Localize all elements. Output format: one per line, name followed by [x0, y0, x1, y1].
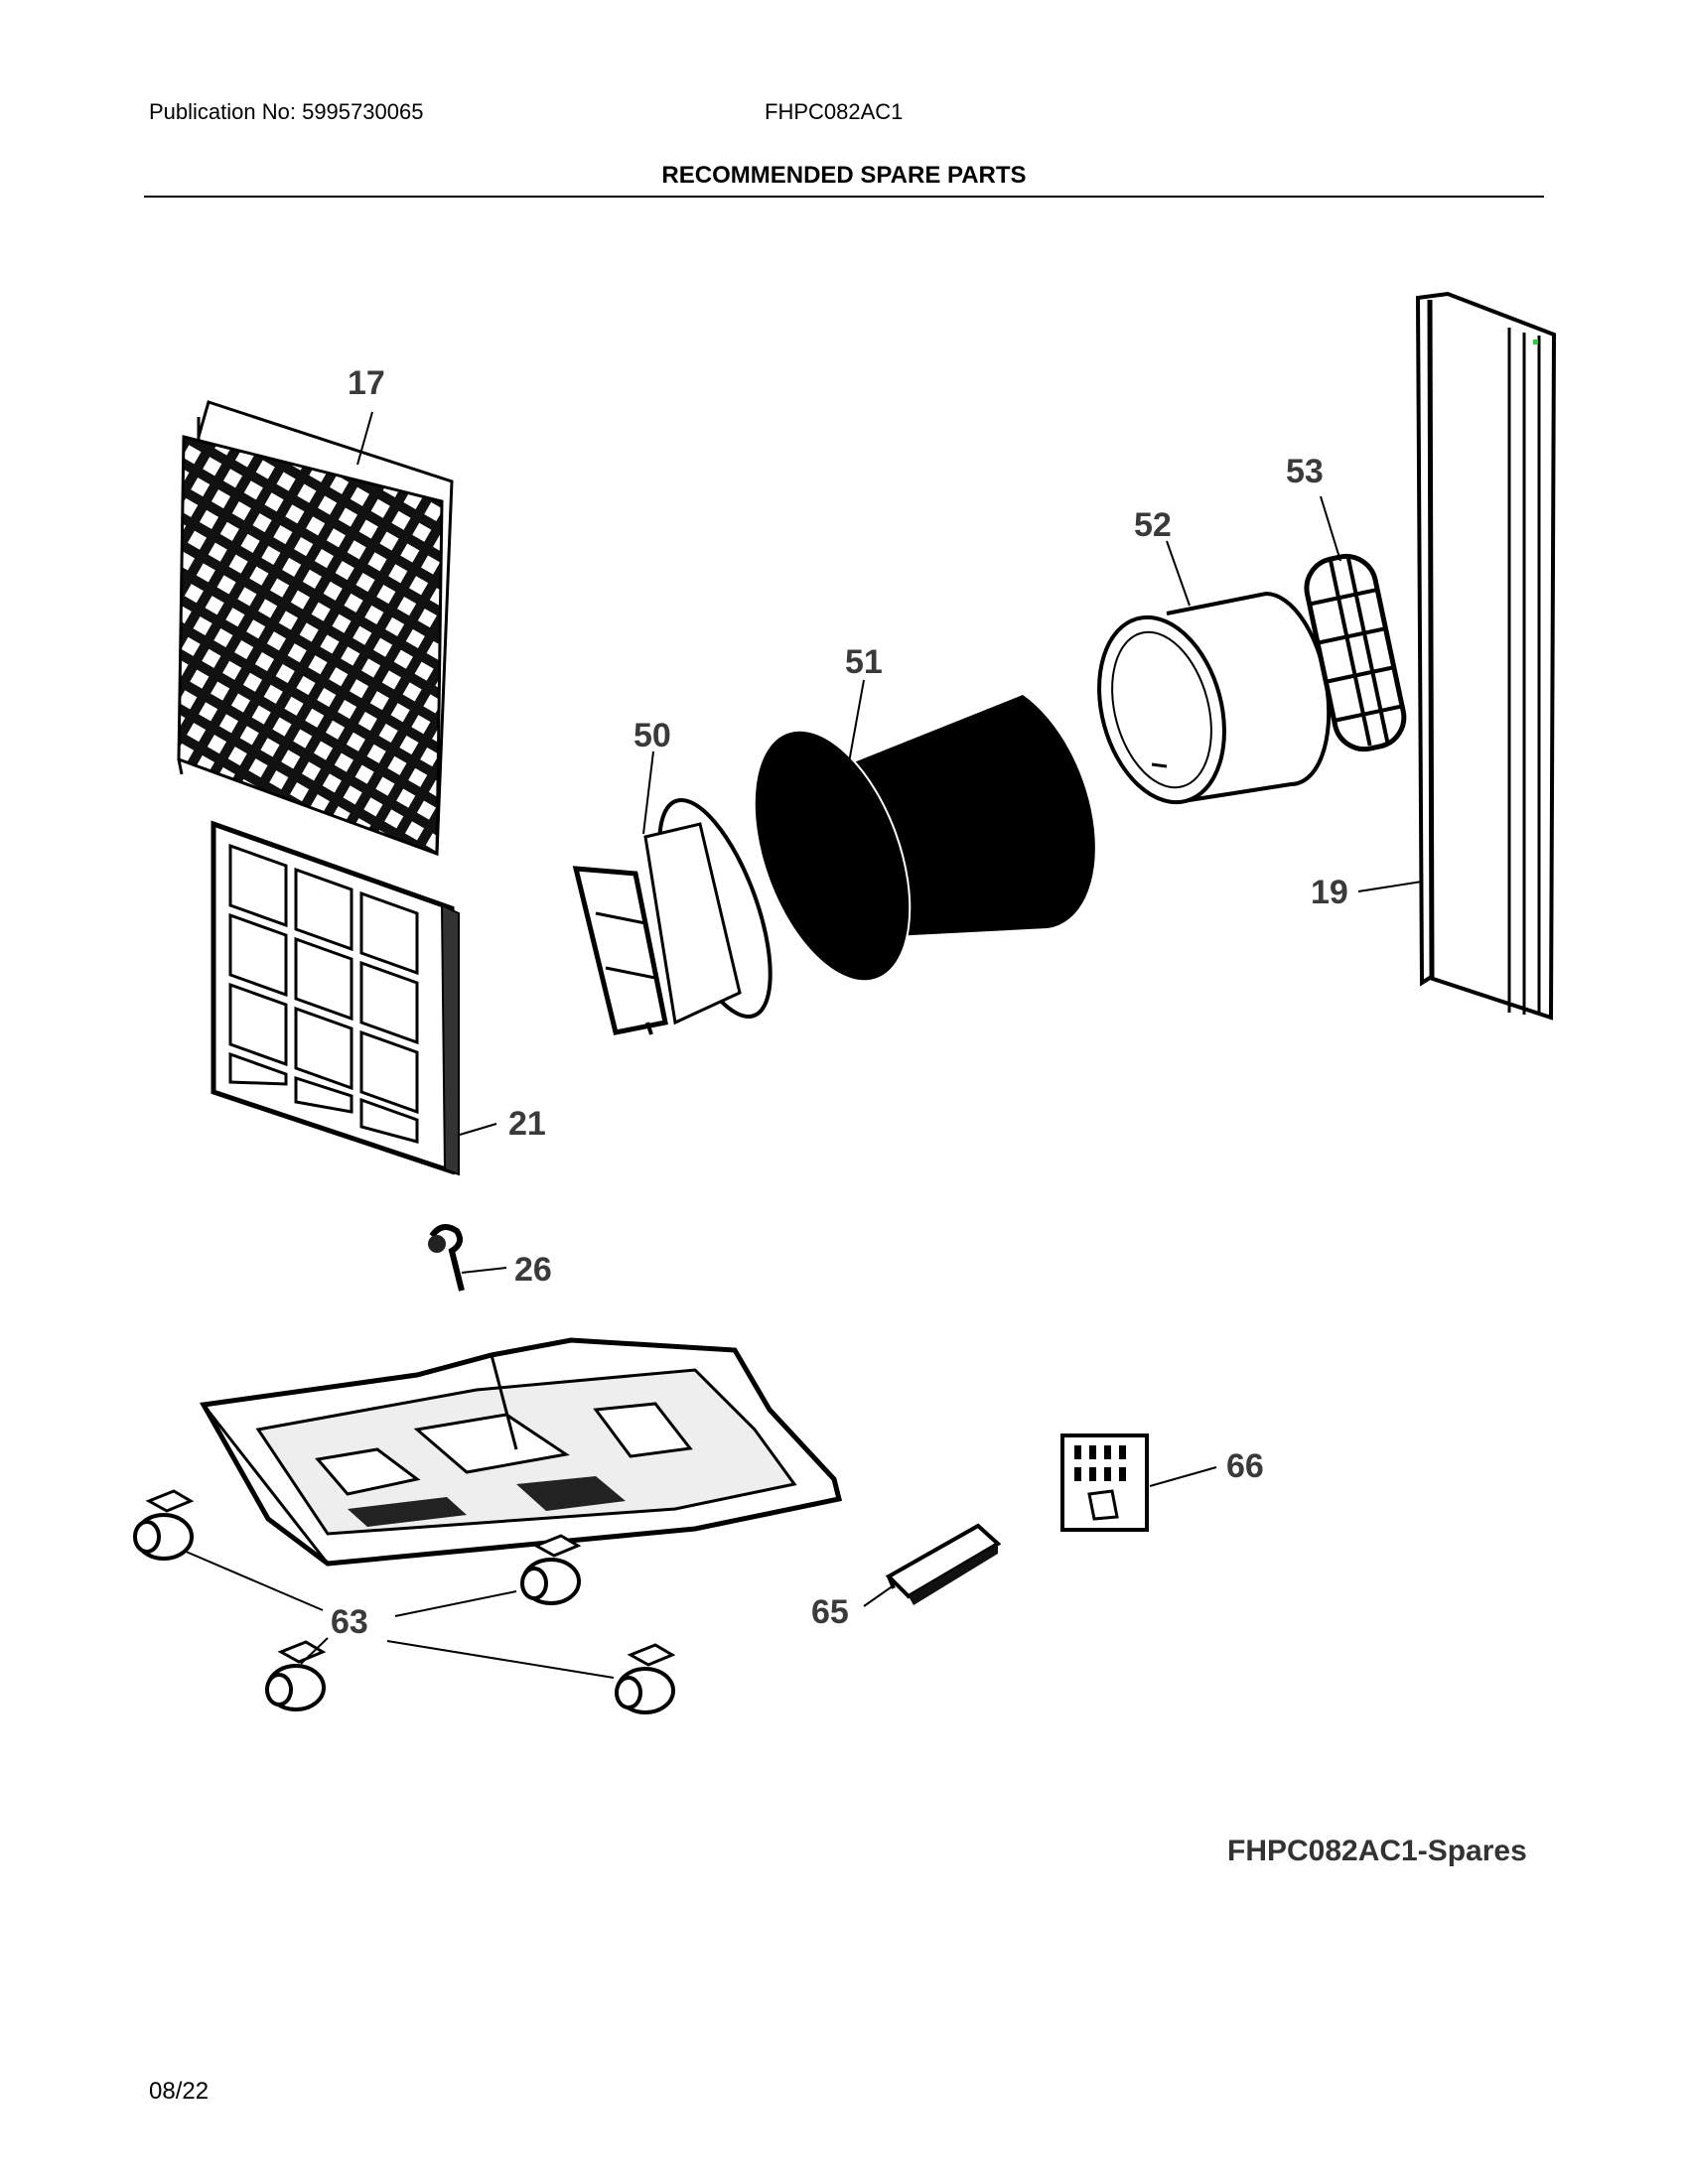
- leader-26: [461, 1267, 507, 1274]
- callout-17: 17: [348, 364, 385, 402]
- part-66-hardware-kit: [1060, 1433, 1149, 1532]
- page-title: RECOMMENDED SPARE PARTS: [661, 162, 1027, 189]
- part-51-exhaust-hose: [753, 695, 1095, 983]
- part-50-duct-adapter: [572, 797, 773, 1035]
- part-63-caster-1: [133, 1489, 195, 1561]
- part-65-remote: [885, 1523, 1002, 1605]
- leader-17: [356, 411, 373, 466]
- callout-52: 52: [1134, 506, 1172, 544]
- part-63-caster-2: [520, 1534, 582, 1605]
- part-63-caster-3: [265, 1640, 327, 1711]
- callout-65: 65: [811, 1593, 849, 1631]
- header-divider: [144, 196, 1544, 198]
- part-26-sensor: [428, 1224, 465, 1292]
- publication-number: Publication No: 5995730065: [149, 99, 424, 124]
- part-53-grille: [1304, 553, 1407, 752]
- part-63-caster-4: [615, 1643, 676, 1714]
- part-19-window-panel: [1415, 291, 1557, 1021]
- leader-51: [848, 679, 865, 763]
- model-number: FHPC082AC1: [765, 99, 904, 124]
- revision-date: 08/22: [149, 2078, 210, 2105]
- leader-66: [1149, 1466, 1217, 1487]
- diagram-id: FHPC082AC1-Spares: [1227, 1835, 1527, 1867]
- part-52-window-adapter: [1097, 591, 1332, 805]
- callout-63: 63: [331, 1603, 368, 1641]
- callout-50: 50: [633, 717, 671, 754]
- callout-26: 26: [514, 1251, 552, 1289]
- leader-65: [863, 1584, 895, 1607]
- leader-21: [459, 1123, 497, 1136]
- leader-53: [1320, 495, 1341, 562]
- part-17-filter-mesh: [177, 400, 454, 857]
- callout-53: 53: [1286, 453, 1324, 490]
- callout-19: 19: [1311, 874, 1348, 911]
- callout-21: 21: [508, 1105, 546, 1143]
- part-21-air-filter: [211, 820, 460, 1176]
- base-pan: [200, 1337, 843, 1567]
- leaders-63: [183, 1550, 615, 1679]
- callout-66: 66: [1226, 1447, 1264, 1485]
- leader-50: [642, 751, 654, 835]
- leader-52: [1166, 540, 1191, 607]
- callout-51: 51: [845, 643, 883, 681]
- leader-19: [1357, 881, 1423, 892]
